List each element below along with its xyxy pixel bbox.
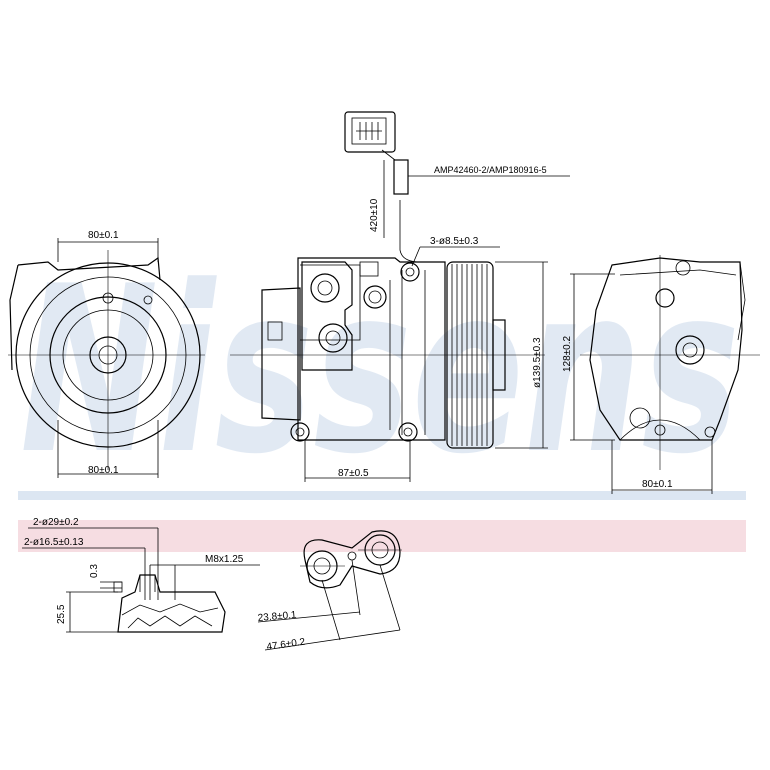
port-large-dimension: 2-ø29±0.2: [33, 517, 79, 528]
mounting-holes-dimension: 3-ø8.5±0.3: [430, 236, 479, 247]
side-length-dimension: 87±0.5: [338, 468, 369, 479]
spacing-2-dimension: 47.6±0.2: [266, 637, 306, 653]
rear-view: 128±0.2 80±0.1: [562, 255, 760, 494]
thread-dimension: M8x1.25: [205, 554, 244, 565]
spacing-1-dimension: 23.8±0.1: [257, 610, 297, 624]
port-small-dimension: 2-ø16.5±0.13: [24, 537, 84, 548]
pulley-diameter-dimension: ø139.5±0.3: [532, 337, 543, 388]
blue-band: [18, 491, 746, 500]
pink-band: [18, 520, 746, 552]
depth-small-dimension: 0.3: [89, 564, 100, 578]
cable-length-dimension: 420±10: [369, 198, 380, 232]
rear-height-dimension: 128±0.2: [562, 335, 573, 372]
watermark-logo: Nissens: [20, 238, 740, 505]
port-plate-detail: 23.8±0.1 47.6±0.2: [257, 530, 402, 653]
port-detail-section: 2-ø29±0.2 2-ø16.5±0.13 M8x1.25 0.3 25.5: [22, 517, 260, 633]
front-top-dimension: 80±0.1: [88, 230, 119, 241]
side-view: AMP42460-2/AMP180916-5 420±10 3-ø8.5±0.3…: [230, 111, 570, 482]
connector-label: AMP42460-2/AMP180916-5: [434, 165, 547, 175]
rear-bottom-dimension: 80±0.1: [642, 479, 673, 490]
height-dimension: 25.5: [56, 604, 67, 624]
front-view: 80±0.1 80±0.1: [8, 230, 205, 478]
front-bottom-dimension: 80±0.1: [88, 465, 119, 476]
